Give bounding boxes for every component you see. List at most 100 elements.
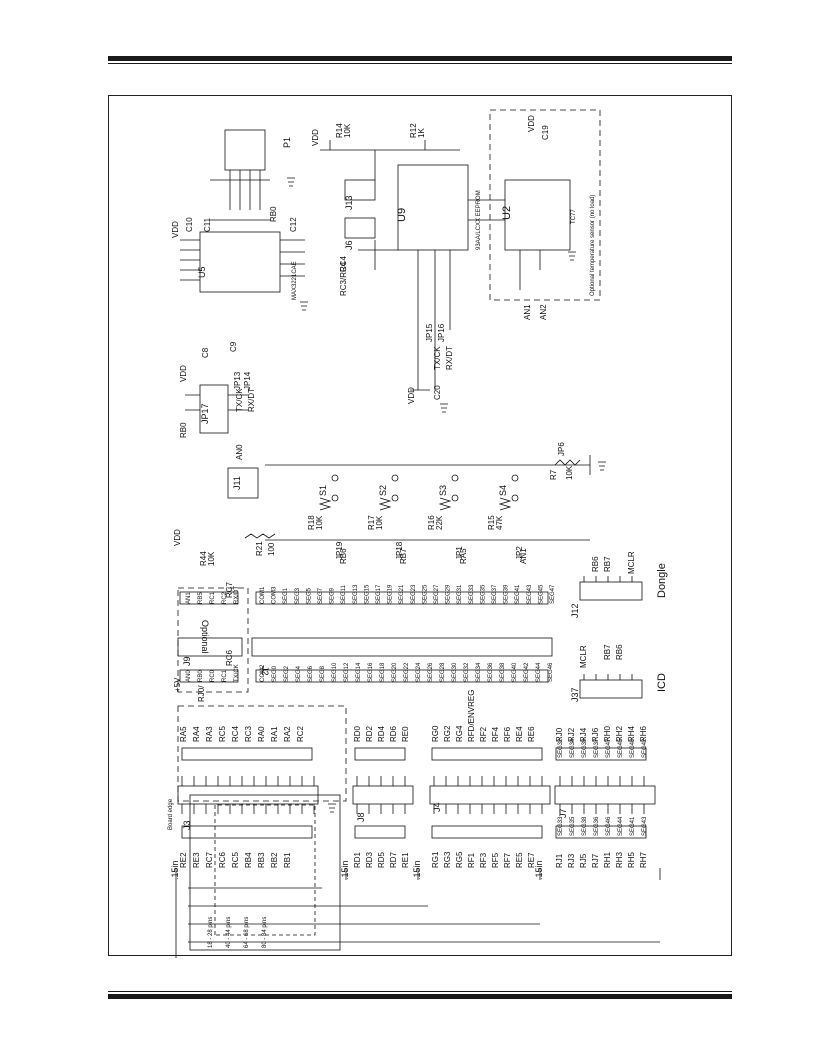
j8-port-label: RD5 — [377, 851, 386, 868]
header-pin-ticks — [181, 776, 645, 814]
svg-text:RC1: RC1 — [222, 669, 228, 682]
j8-label: J8 — [356, 812, 366, 822]
j2-pin-label: SEG25 — [422, 584, 428, 604]
resistor-r14-value: 10K — [343, 123, 352, 138]
j3-port-label: RE2 — [179, 852, 188, 868]
j3-port-label: RB4 — [244, 852, 253, 868]
net-rc3-rc4: RC3/RC4 — [339, 261, 348, 296]
j4-port-label: RF4 — [491, 726, 500, 742]
j8-port-label: RE0 — [401, 726, 410, 742]
j2-pin-label: SEG29 — [446, 584, 452, 604]
j4-label: J4 — [432, 802, 442, 812]
svg-text:RC2: RC2 — [222, 591, 228, 604]
jumper-jp18: JP18 — [395, 541, 404, 560]
dim-pins-80-84: 80 - 84 pins — [262, 917, 268, 948]
j4-port-label: RF2 — [479, 726, 488, 742]
svg-text:RC1: RC1 — [210, 591, 216, 604]
j2-pin-label: SEG43 — [527, 584, 533, 604]
j37-caption: ICD — [656, 673, 668, 692]
j9-left-labels: AN0 RB0 RC0 RC1 TX/CK — [186, 664, 240, 682]
dim-pins-64-68: 64 - 68 pins — [244, 917, 250, 948]
j7-port-label: RH5 — [627, 851, 636, 868]
j2-pin-label: SEG20 — [392, 662, 398, 682]
net-ra5: RA5 — [459, 548, 468, 564]
j7-port-label: RJ2 — [567, 727, 576, 742]
resistor-r15-ref: R15 — [487, 515, 496, 530]
j3-port-label: RC2 — [296, 725, 305, 742]
j4-port-label: RG4 — [455, 725, 464, 742]
j2-pin-label: SEG30 — [452, 662, 458, 682]
dim-pins-18-28: 18 - 28 pins — [208, 917, 214, 948]
j3-port-label: RB1 — [283, 852, 292, 868]
j4-port-label: RFD/ENVREG — [467, 690, 476, 742]
jumper-jp14: JP14 — [243, 371, 252, 390]
j7-seg-label: SEG42 — [642, 738, 648, 758]
j2-pin-label: SEG8 — [320, 665, 326, 682]
jumper-jp15: JP15 — [425, 323, 434, 342]
j9-rc7: RC7 — [225, 581, 234, 598]
net-rx-dt-2: RX/DT — [445, 346, 454, 370]
j2-pin-label: SEG34 — [476, 662, 482, 682]
resistor-r21-value: 100 — [267, 542, 276, 556]
j7-port-label: RJ4 — [579, 727, 588, 742]
svg-text:RC0: RC0 — [210, 669, 216, 682]
net-vdd-2: VDD — [171, 221, 180, 238]
switch-s2: S2 — [378, 485, 388, 496]
j7-seg-label: SEG34 — [570, 738, 576, 758]
svg-text:RB0: RB0 — [198, 670, 204, 682]
j12-block — [579, 576, 643, 601]
j3-port-label: RC7 — [205, 851, 214, 868]
j7-port-label: RH3 — [615, 851, 624, 868]
j3-port-label: RC3 — [244, 725, 253, 742]
net-tx-ck-2: TX/CK — [433, 346, 442, 370]
j4-port-label: RF5 — [491, 852, 500, 868]
j7-port-label: RH4 — [627, 725, 636, 742]
net-vdd-4: VDD — [311, 129, 320, 146]
resistor-r7-ref: R7 — [549, 469, 558, 480]
j3-port-label: RA0 — [257, 726, 266, 742]
j7-port-label: RH0 — [603, 725, 612, 742]
j7-body — [554, 785, 656, 805]
j4-port-label: RF6 — [503, 726, 512, 742]
j3-label-boxes — [181, 747, 647, 839]
j4-port-label: RE5 — [515, 852, 524, 868]
header-rule — [108, 56, 732, 61]
net-rb6-j12: RB6 — [591, 556, 600, 572]
j8-port-label: RE1 — [401, 852, 410, 868]
svg-text:RB5: RB5 — [198, 592, 204, 604]
capacitor-c10: C10 — [185, 217, 194, 232]
j7-port-label: RJ1 — [555, 853, 564, 868]
j7-seg-label: SEG44 — [618, 816, 624, 836]
schematic-frame — [108, 95, 732, 956]
j2-body — [251, 637, 553, 657]
resistor-r16-value: 22K — [435, 515, 444, 530]
j6-label: J6 — [344, 240, 354, 250]
j7-port-label: RJ0 — [555, 727, 564, 742]
svg-text:TX/CK: TX/CK — [234, 664, 240, 682]
j9-rjo: RJ0/ — [197, 685, 206, 702]
j7-seg-label: SEG37 — [594, 738, 600, 758]
net-vdd-1: VDD — [173, 529, 182, 546]
j2-pin-label: SEG45 — [538, 584, 544, 604]
footer-rule — [108, 991, 732, 992]
j7-seg-label: SEG45 — [618, 738, 624, 758]
eeprom-block — [320, 109, 601, 391]
j4-port-label: RE7 — [527, 852, 536, 868]
j7-seg-label: SEG47 — [606, 738, 612, 758]
j3-label: J3 — [182, 820, 192, 830]
j7-seg-label: SEG38 — [582, 816, 588, 836]
net-rc4: RC4 — [339, 255, 348, 272]
net-rb0-1: RB0 — [179, 422, 188, 438]
net-rb7-j37: RB7 — [603, 644, 612, 660]
net-rb7: RB7 — [399, 548, 408, 564]
capacitor-c9: C9 — [229, 341, 238, 352]
j2-pin-label: SEG11 — [341, 584, 347, 604]
j2-pin-label: SEG7 — [318, 587, 324, 604]
j7-port-label: RJ3 — [567, 853, 576, 868]
capacitor-c20: C20 — [433, 385, 442, 400]
jumper-jp1: JP1 — [455, 546, 464, 560]
